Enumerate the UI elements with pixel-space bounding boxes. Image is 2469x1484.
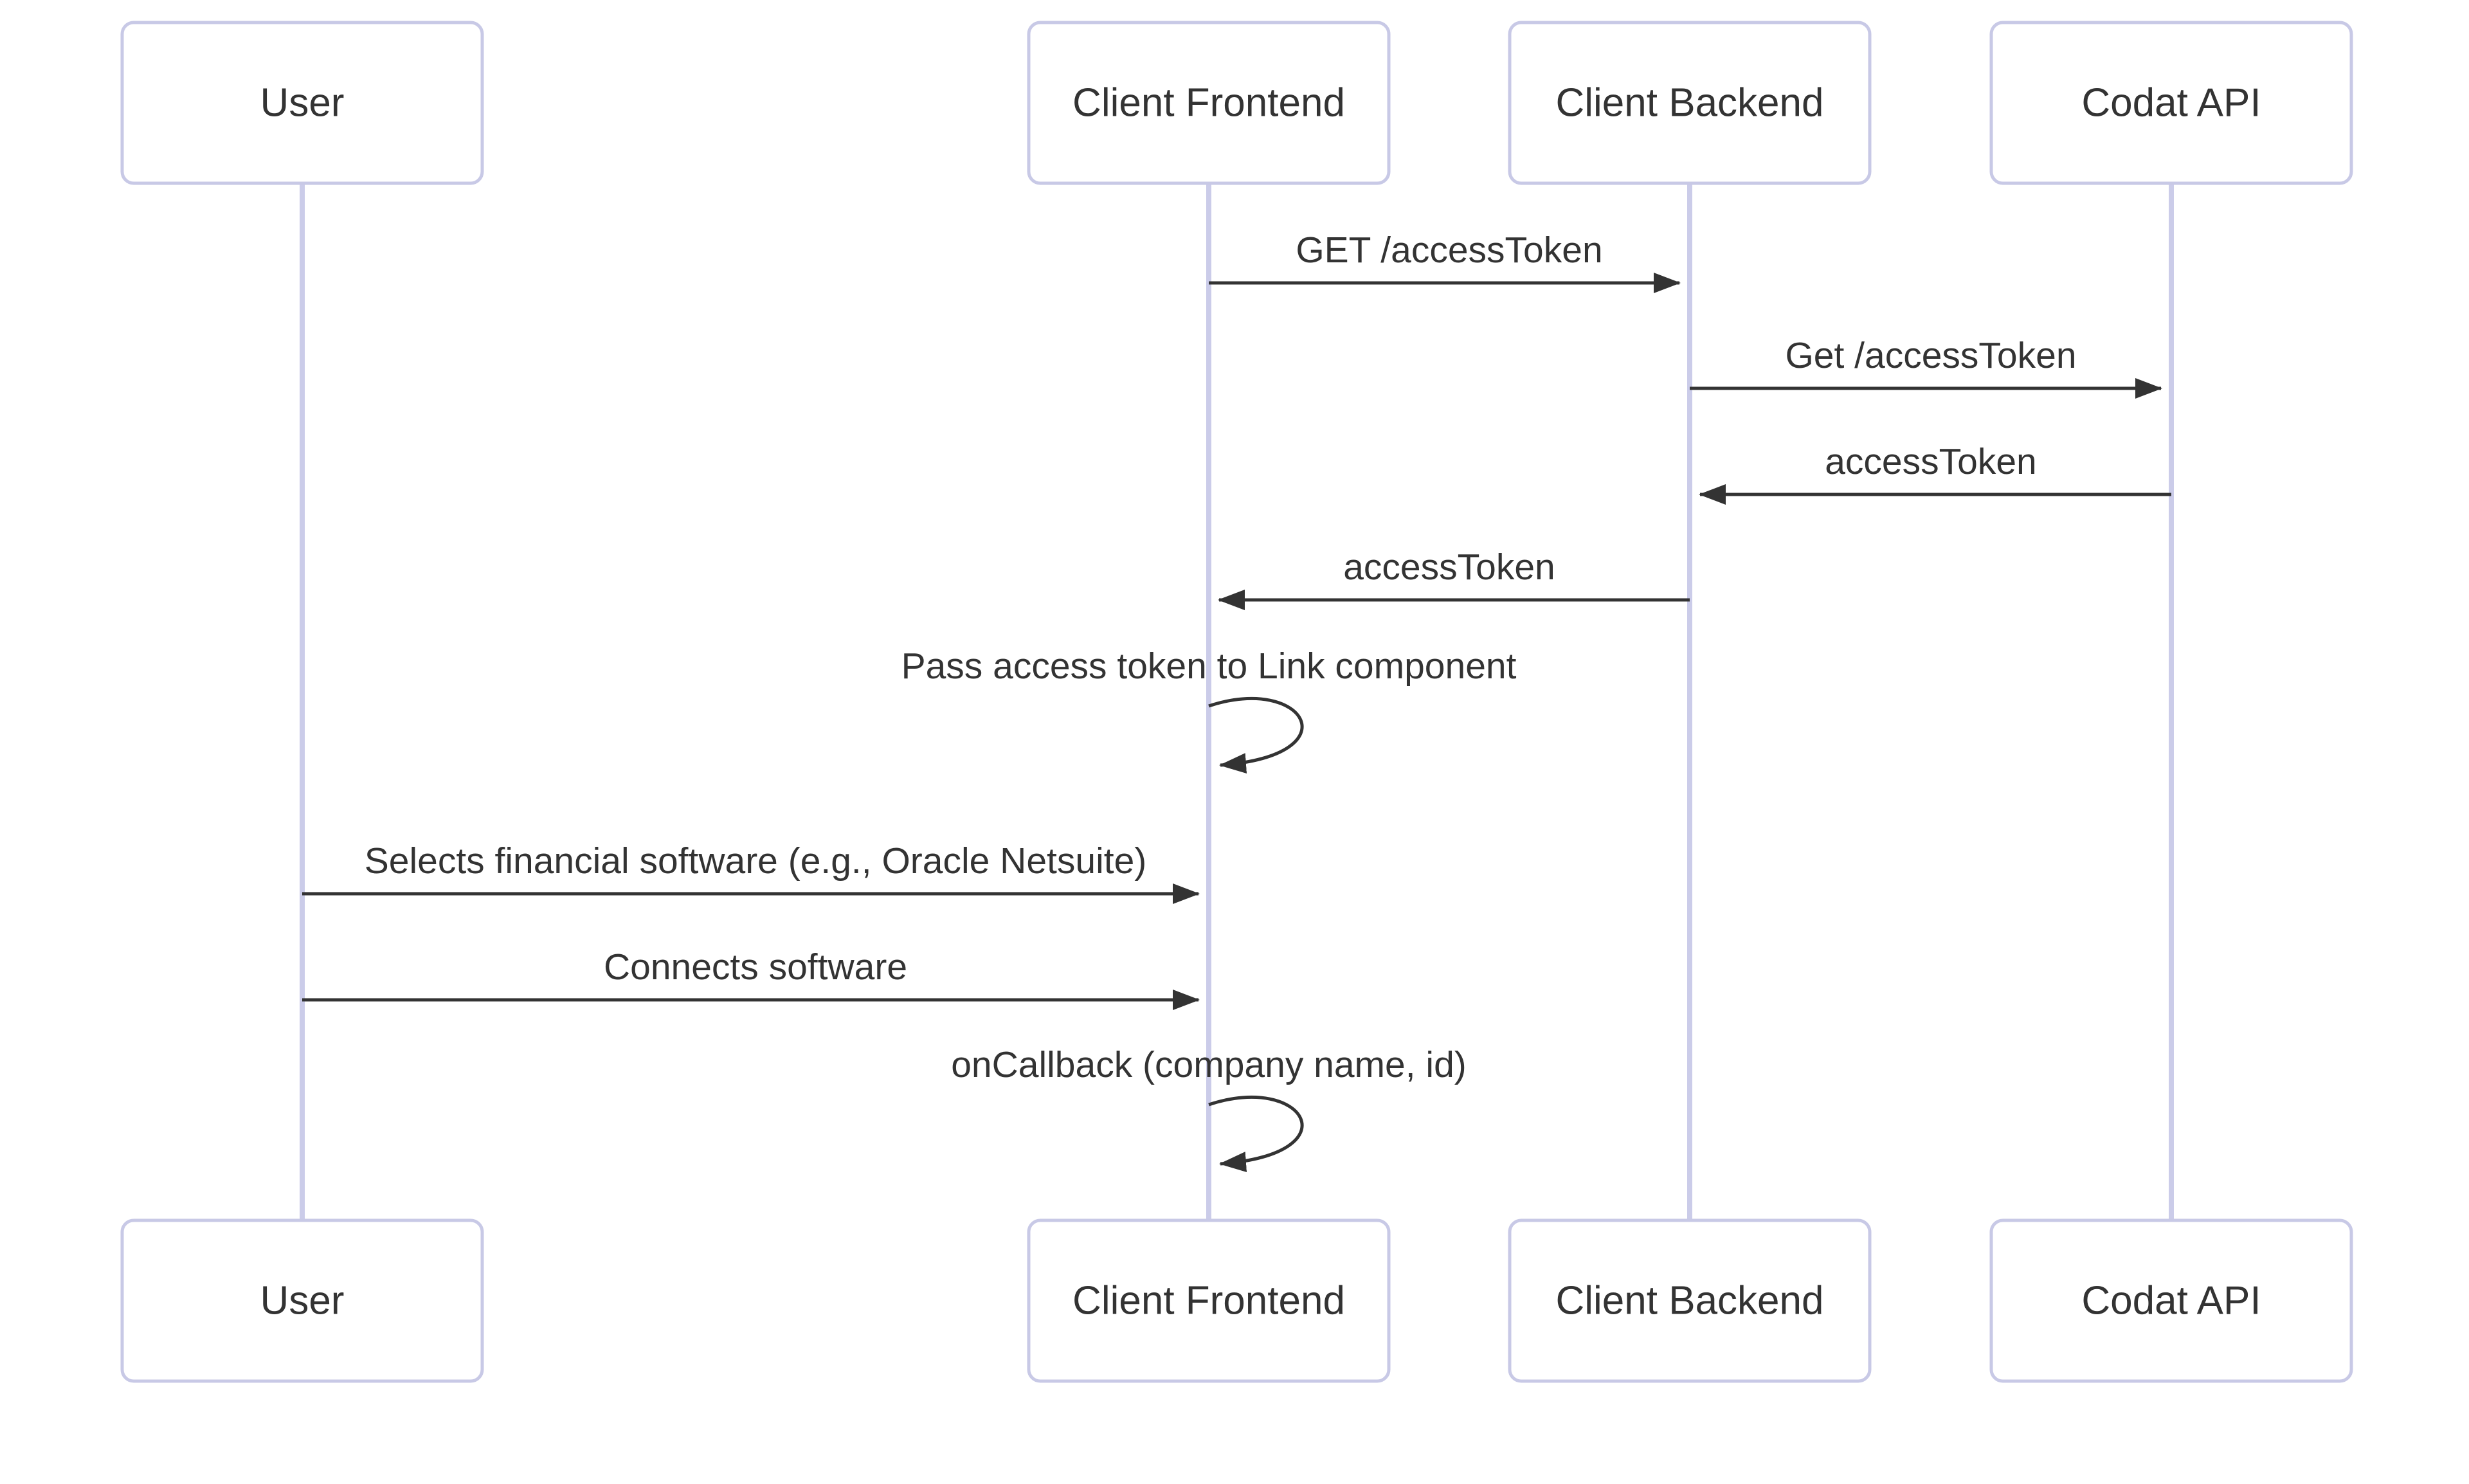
actor-top-codat-api: Codat API [1989, 21, 2353, 185]
message-label: Get /accessToken [1785, 335, 2076, 376]
message-get-accesstoken: GET /accessToken [1209, 230, 1681, 293]
message-label: accessToken [1343, 547, 1555, 588]
self-loop-arrow [1208, 1095, 1304, 1173]
actor-box [1508, 21, 1872, 185]
message-label: Connects software [604, 946, 907, 988]
actor-bottom-codat-api: Codat API [1989, 1218, 2353, 1383]
actor-box [120, 21, 484, 185]
actor-label-client-frontend: Client Frontend [1072, 1279, 1345, 1323]
actor-label-user: User [260, 1279, 345, 1323]
actor-bottom-client-frontend: Client Frontend [1027, 1218, 1391, 1383]
actor-box [1989, 1218, 2353, 1383]
actor-label-client-backend: Client Backend [1555, 1279, 1823, 1323]
message-selects-financial-software: Selects financial software (e.g., Oracle… [302, 840, 1200, 904]
actor-box [1027, 21, 1391, 185]
actor-top-client-frontend: Client Frontend [1027, 21, 1391, 185]
actor-label-client-frontend: Client Frontend [1072, 81, 1345, 125]
actor-top-client-backend: Client Backend [1508, 21, 1872, 185]
actor-label-user: User [260, 81, 345, 125]
message-label: Selects financial software (e.g., Oracle… [365, 840, 1147, 882]
message-label: onCallback (company name, id) [951, 1044, 1467, 1085]
actor-label-codat-api: Codat API [2081, 1279, 2261, 1323]
actor-bottom-client-backend: Client Backend [1508, 1218, 1872, 1383]
self-loop-arrow [1208, 696, 1304, 774]
actor-box [120, 1218, 484, 1383]
message-label: Pass access token to Link component [901, 646, 1517, 687]
message-accesstoken-return-backend: accessToken [1699, 441, 2171, 505]
message-connects-software: Connects software [302, 946, 1200, 1010]
actor-box [1027, 1218, 1391, 1383]
actor-label-codat-api: Codat API [2081, 81, 2261, 125]
message-label: accessToken [1825, 441, 2037, 482]
message-pass-access-token-self: Pass access token to Link component [901, 646, 1517, 774]
actor-box [1508, 1218, 1872, 1383]
actor-box [1989, 21, 2353, 185]
actor-label-client-backend: Client Backend [1555, 81, 1823, 125]
actor-top-user: User [120, 21, 484, 185]
message-oncallback-self: onCallback (company name, id) [951, 1044, 1467, 1173]
message-get-accesstoken-codat: Get /accessToken [1690, 335, 2162, 399]
message-accesstoken-return-frontend: accessToken [1218, 547, 1690, 610]
message-label: GET /accessToken [1296, 230, 1602, 271]
actor-bottom-user: User [120, 1218, 484, 1383]
